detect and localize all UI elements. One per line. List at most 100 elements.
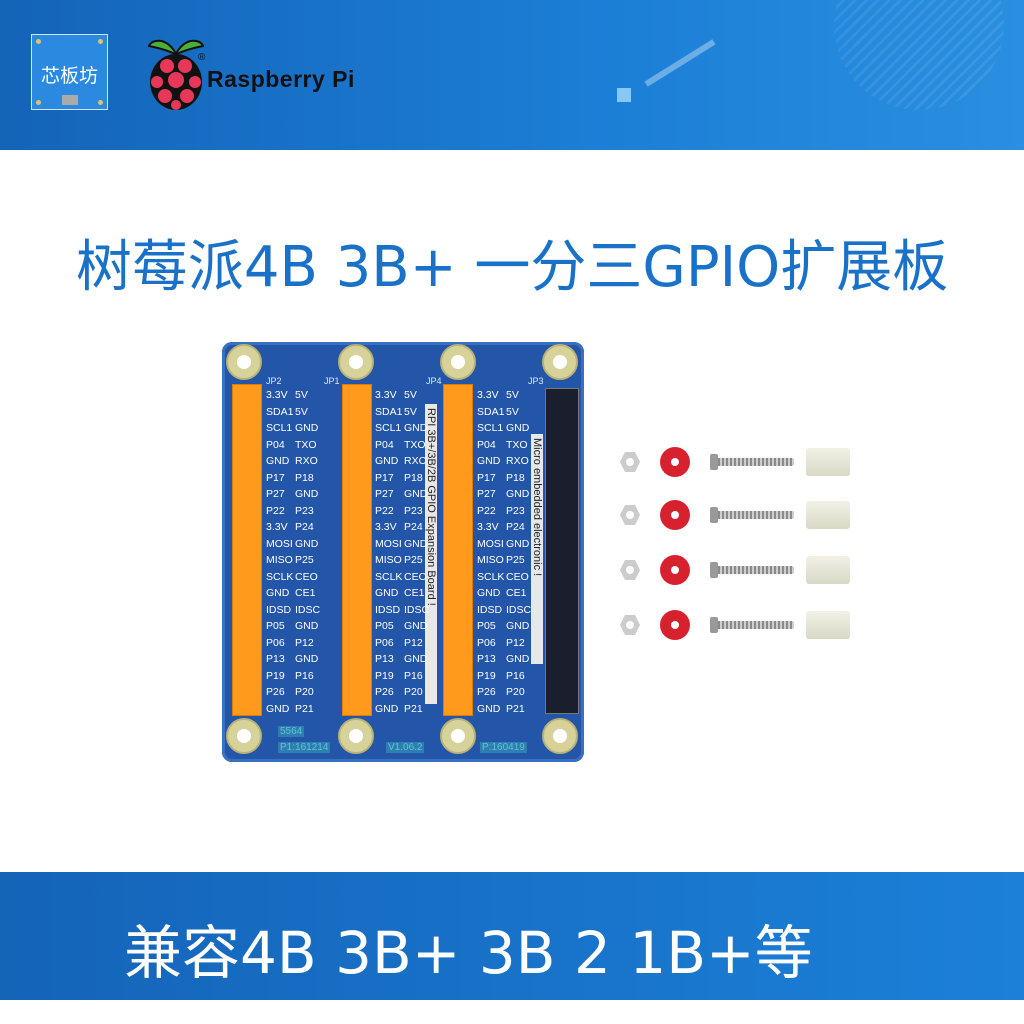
mounting-hole bbox=[440, 718, 476, 754]
pin-label: P18 bbox=[506, 471, 525, 484]
pin-label: RXO bbox=[295, 455, 318, 467]
pin-label: P19 bbox=[477, 669, 496, 682]
product-title: 树莓派4B 3B+ 一分三GPIO扩展板 bbox=[75, 235, 949, 300]
mounting-hole bbox=[226, 718, 262, 754]
pin-label: P06 bbox=[477, 636, 496, 649]
pin-label: CE1 bbox=[506, 587, 527, 599]
nut bbox=[620, 452, 640, 472]
pin-label: CEO bbox=[295, 570, 318, 583]
pin-label: 3.3V bbox=[266, 389, 288, 401]
maker-strip: Micro embedded electronic ! bbox=[531, 434, 543, 664]
pin-label: P24 bbox=[295, 521, 314, 533]
pin-label: RXO bbox=[506, 455, 529, 467]
pin-label: P16 bbox=[404, 669, 423, 682]
pin-label: P23 bbox=[506, 504, 525, 517]
pin-label: P16 bbox=[506, 669, 525, 682]
pin-label: TXO bbox=[404, 438, 426, 451]
nut bbox=[620, 615, 640, 635]
pin-label: P20 bbox=[404, 686, 423, 698]
screw bbox=[710, 562, 794, 578]
label-jp1: JP1 bbox=[324, 376, 340, 386]
pin-label: P04 bbox=[477, 438, 496, 451]
pin-label: P04 bbox=[266, 438, 285, 451]
nut bbox=[620, 560, 640, 580]
pin-label: P13 bbox=[266, 653, 285, 665]
standoff bbox=[806, 448, 850, 476]
pin-label: IDSC bbox=[506, 603, 532, 616]
pin-label: GND bbox=[295, 653, 319, 665]
pin-label: P05 bbox=[477, 620, 496, 632]
washer bbox=[660, 555, 690, 585]
pin-label: 3.3V bbox=[375, 389, 397, 401]
pin-label: CE1 bbox=[404, 587, 425, 599]
pin-label: MISO bbox=[266, 554, 293, 566]
label-jp4: JP4 bbox=[426, 376, 442, 386]
washer bbox=[660, 447, 690, 477]
pin-label: P05 bbox=[266, 620, 285, 632]
pin-label: GND bbox=[506, 653, 530, 665]
compatibility-text: 兼容4B 3B+ 3B 2 1B+等 bbox=[124, 919, 813, 987]
pin-label: P25 bbox=[295, 554, 314, 566]
pin-label: GND bbox=[477, 455, 501, 467]
decor-square bbox=[617, 88, 631, 102]
pin-label: SCL1 bbox=[375, 422, 402, 434]
standoff bbox=[806, 611, 850, 639]
pin-label: GND bbox=[506, 488, 530, 500]
pin-label: GND bbox=[477, 587, 501, 599]
pin-label: P05 bbox=[375, 620, 394, 632]
pin-label: 5V bbox=[506, 405, 519, 418]
pin-label: RXO bbox=[404, 455, 427, 467]
pin-label: IDSC bbox=[404, 603, 430, 616]
pin-label: SCL1 bbox=[266, 422, 293, 434]
label-jp3: JP3 bbox=[528, 376, 544, 386]
silk-p-date: P:160419 bbox=[480, 742, 527, 753]
header-jp4 bbox=[443, 384, 473, 716]
pin-label: P26 bbox=[375, 686, 394, 698]
header-jp1 bbox=[342, 384, 372, 716]
pin-label: GND bbox=[404, 537, 428, 550]
pin-label: P24 bbox=[506, 521, 525, 533]
registered-mark: ® bbox=[198, 52, 206, 63]
mounting-hole bbox=[226, 344, 262, 380]
pin-label: P22 bbox=[375, 504, 394, 517]
mounting-hole bbox=[542, 344, 578, 380]
pin-label: GND bbox=[477, 702, 501, 715]
pin-label: P18 bbox=[295, 471, 314, 484]
pin-label: P12 bbox=[404, 636, 423, 649]
pin-label: P17 bbox=[477, 471, 496, 484]
header-jp3 bbox=[545, 388, 579, 714]
pin-label: P13 bbox=[375, 653, 394, 665]
gpio-expansion-board: JP2 JP1 JP4 JP3 RPI 3B+/3B/2B GPIO Expan… bbox=[222, 342, 584, 762]
standoff bbox=[806, 556, 850, 584]
pin-label: P21 bbox=[404, 702, 423, 715]
pin-label: P25 bbox=[506, 554, 525, 566]
pin-label: P12 bbox=[506, 636, 525, 649]
pin-label: 3.3V bbox=[266, 521, 288, 533]
pin-label: CEO bbox=[404, 570, 427, 583]
mounting-hole bbox=[338, 344, 374, 380]
bottom-banner bbox=[0, 872, 1024, 1000]
pin-label: MOSI bbox=[477, 537, 504, 550]
pin-label: P26 bbox=[477, 686, 496, 698]
pin-label: P25 bbox=[404, 554, 423, 566]
pin-label: 5V bbox=[404, 405, 417, 418]
silk-p1-date: P1:161214 bbox=[278, 742, 331, 753]
pin-label: IDSD bbox=[477, 603, 503, 616]
pin-label: TXO bbox=[295, 438, 317, 451]
pin-label: P12 bbox=[295, 636, 314, 649]
pin-label: P23 bbox=[404, 504, 423, 517]
top-banner: 芯板坊 ® Raspberry Pi bbox=[0, 0, 1024, 150]
pin-label: GND bbox=[266, 587, 290, 599]
pin-label: P27 bbox=[477, 488, 496, 500]
pin-label: 5V bbox=[295, 405, 308, 418]
pin-label: GND bbox=[295, 537, 319, 550]
pin-label: SDA1 bbox=[266, 405, 294, 418]
pin-label: IDSD bbox=[266, 603, 292, 616]
pin-label: GND bbox=[375, 455, 399, 467]
brand-logo: 芯板坊 bbox=[31, 34, 108, 110]
pin-label: P16 bbox=[295, 669, 314, 682]
pin-label: MISO bbox=[477, 554, 504, 566]
mounting-hole bbox=[440, 344, 476, 380]
pin-label: GND bbox=[295, 488, 319, 500]
pin-label: P20 bbox=[506, 686, 525, 698]
